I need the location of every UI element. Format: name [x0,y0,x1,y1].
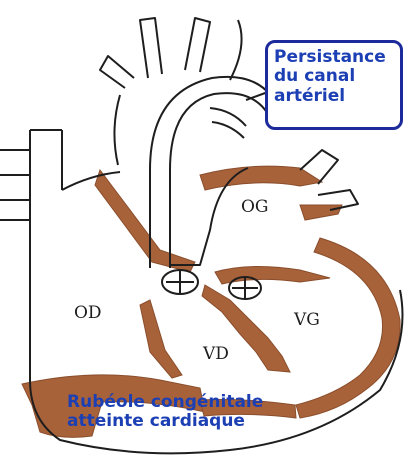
left-carotid [140,18,162,78]
left-subclavian [185,18,210,72]
right-pulmonary-veins [0,150,30,220]
label-left-atrium: OG [241,199,269,216]
label-right-ventricle: VD [203,346,229,363]
right-atrium-wall [95,170,195,272]
aortic-valve-cusps [166,270,194,294]
callout-rubella-line: Rubéole congénitale [67,393,263,412]
callout-ductus: Persistance du canal artériel [265,40,403,130]
label-right-atrium: OD [74,305,102,322]
right-ventricle-wall [140,300,182,378]
callout-ductus-line: Persistance [274,48,400,67]
callout-rubella: Rubéole congénitale atteinte cardiaque [67,393,263,432]
brachiocephalic-trunk [100,56,134,88]
label-left-ventricle: VG [294,312,320,329]
ductus-arteriosus [210,108,246,138]
superior-vena-cava [30,130,62,380]
pulmonary-vein-wall [300,205,342,220]
callout-rubella-line: atteinte cardiaque [67,412,263,431]
left-atrium-wall-top [200,166,322,190]
callout-ductus-line: artériel [274,87,400,106]
callout-ductus-line: du canal [274,67,400,86]
